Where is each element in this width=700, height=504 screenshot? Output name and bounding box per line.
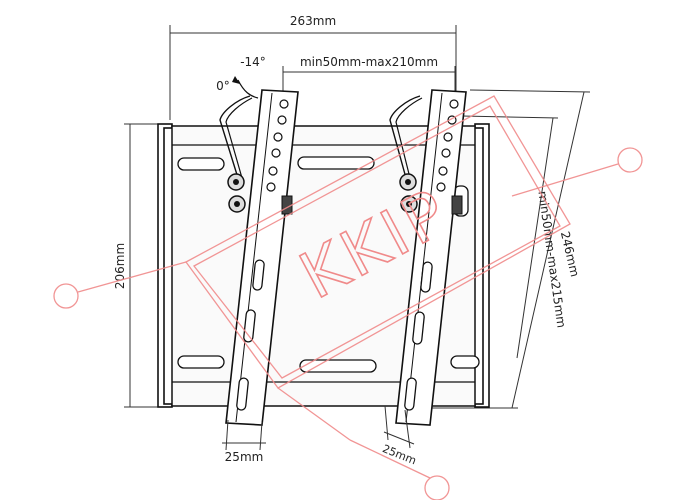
arm-hole	[277, 115, 287, 125]
bolt	[451, 195, 463, 215]
arm-hole	[268, 166, 278, 176]
arm-slot	[252, 259, 265, 291]
dimension-vesa-horizontal: min50mm-max210mm	[282, 55, 456, 92]
tilt-angle-label: -14°	[240, 55, 266, 69]
arm-hole	[279, 99, 289, 109]
plate-slot	[177, 355, 225, 369]
level-angle-label: 0°	[216, 79, 230, 93]
watermark-circle	[424, 475, 450, 501]
arm-slot	[420, 261, 433, 293]
watermark-circle	[53, 283, 79, 309]
arm-hole	[443, 132, 453, 142]
vesa-horizontal-label: min50mm-max210mm	[300, 55, 438, 69]
arm-hole	[449, 99, 459, 109]
plate-slot	[297, 156, 375, 170]
right-mounting-arm	[389, 89, 467, 426]
arm-slot	[404, 377, 417, 411]
dimension-width-top: 263mm	[169, 14, 457, 120]
watermark-frame	[185, 95, 571, 389]
dimension-height-plate: 206mm	[113, 123, 168, 408]
arm-hole	[266, 182, 276, 192]
plate-slot	[177, 157, 225, 171]
arm-hole	[273, 132, 283, 142]
tilt-indicator: -14° 0°	[216, 55, 266, 99]
plate-slot	[450, 355, 480, 369]
dimension-arm-front: 25mm	[222, 419, 266, 464]
vesa-vertical-label: min50mm-max215mm	[535, 190, 568, 329]
watermark-circle	[617, 147, 643, 173]
plate-slot	[299, 359, 377, 373]
arm-hole	[271, 148, 281, 158]
arm-hole	[438, 166, 448, 176]
arm-slot	[236, 377, 249, 411]
width-top-label: 263mm	[290, 14, 336, 28]
arm-hole	[436, 182, 446, 192]
arm-front-label: 25mm	[225, 450, 264, 464]
height-plate-label: 206mm	[113, 243, 127, 289]
arm-hole	[441, 148, 451, 158]
arm-slot	[412, 311, 425, 345]
